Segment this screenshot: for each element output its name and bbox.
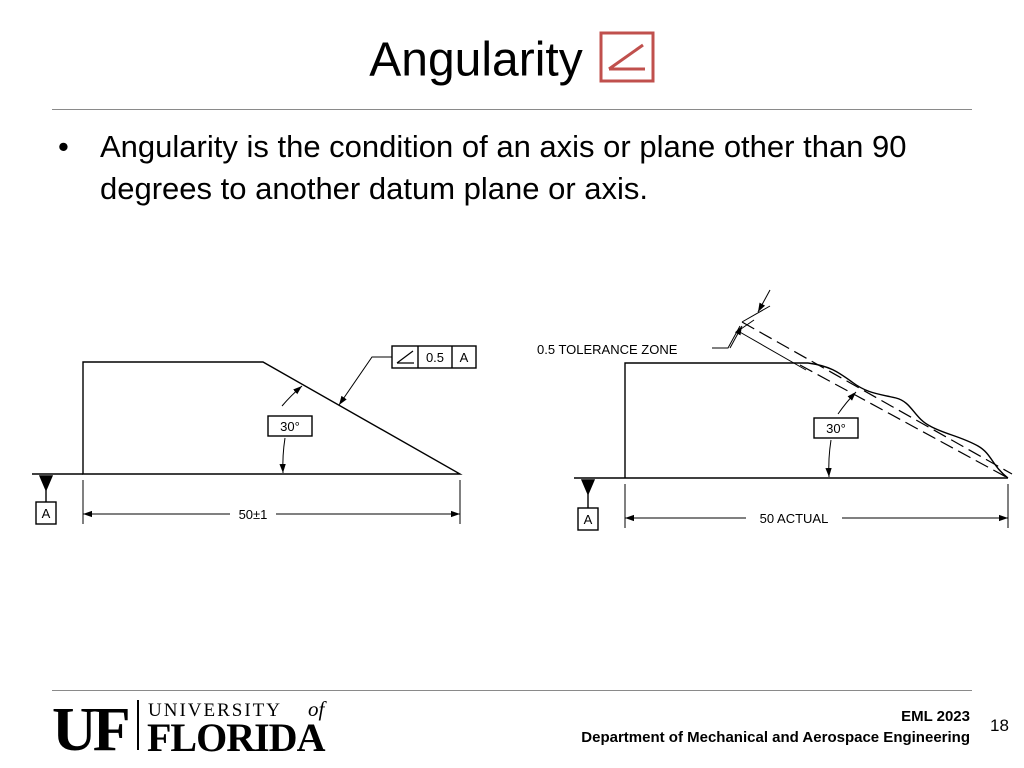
title-divider: [52, 109, 972, 110]
left-datum-box: [35, 501, 57, 525]
university-of-florida-logo: UF UNIVERSITY of FLORIDA: [52, 696, 328, 756]
logo-uf: UF: [52, 696, 128, 756]
right-zone-line-upper: [741, 321, 1013, 475]
right-datum-label: A: [584, 512, 593, 527]
right-part-outline: [624, 362, 808, 478]
right-zone-arrow-top: [757, 289, 771, 313]
right-zone-leader: [712, 325, 741, 349]
page-number: 18: [990, 716, 1009, 735]
footer-divider: [52, 690, 972, 691]
right-dimension-label: 50 ACTUAL: [760, 511, 829, 526]
bullet-text: Angularity is the condition of an axis o…: [100, 129, 907, 206]
right-zone-arrow-bottom: [729, 325, 743, 349]
left-datum-label: A: [42, 506, 51, 521]
right-angle-arc-lower: [825, 439, 832, 478]
left-fcf: [391, 345, 477, 369]
department-name: Department of Mechanical and Aerospace E…: [581, 729, 970, 746]
left-fcf-tolerance: 0.5: [426, 350, 444, 365]
right-angle-box: [813, 417, 859, 439]
logo-of: of: [308, 697, 328, 721]
logo-florida: FLORIDA: [147, 715, 326, 756]
right-angle-label: 30°: [826, 421, 846, 436]
right-zone-label: 0.5 TOLERANCE ZONE: [537, 342, 678, 357]
left-angle-arc-upper: [281, 385, 303, 407]
right-datum-triangle: [580, 479, 596, 496]
left-datum-triangle: [38, 475, 54, 492]
left-angle-box: [267, 415, 313, 437]
left-angle-label: 30°: [280, 419, 300, 434]
left-figure: [32, 345, 477, 525]
bullet-item: • Angularity is the condition of an axis…: [58, 126, 938, 210]
left-fcf-angularity-icon: [396, 350, 414, 364]
right-actual-surface: [807, 362, 1009, 479]
left-fcf-leader: [338, 356, 392, 406]
slide-title-text: Angularity: [369, 33, 583, 87]
left-fcf-datum: A: [460, 350, 469, 365]
right-datum-box: [577, 507, 599, 531]
slide-title: Angularity: [0, 28, 1024, 90]
angularity-symbol-icon: [599, 31, 655, 83]
right-figure: [574, 289, 1013, 531]
right-angle-arc-upper: [837, 391, 857, 415]
logo-university: UNIVERSITY: [148, 700, 282, 721]
left-angle-arc-lower: [279, 437, 286, 474]
left-dimension-label: 50±1: [239, 507, 268, 522]
bullet-dot: •: [58, 129, 69, 164]
footer-info: EML 2023 Department of Mechanical and Ae…: [581, 706, 970, 748]
left-part-outline: [82, 361, 463, 475]
course-code: EML 2023: [901, 708, 970, 725]
